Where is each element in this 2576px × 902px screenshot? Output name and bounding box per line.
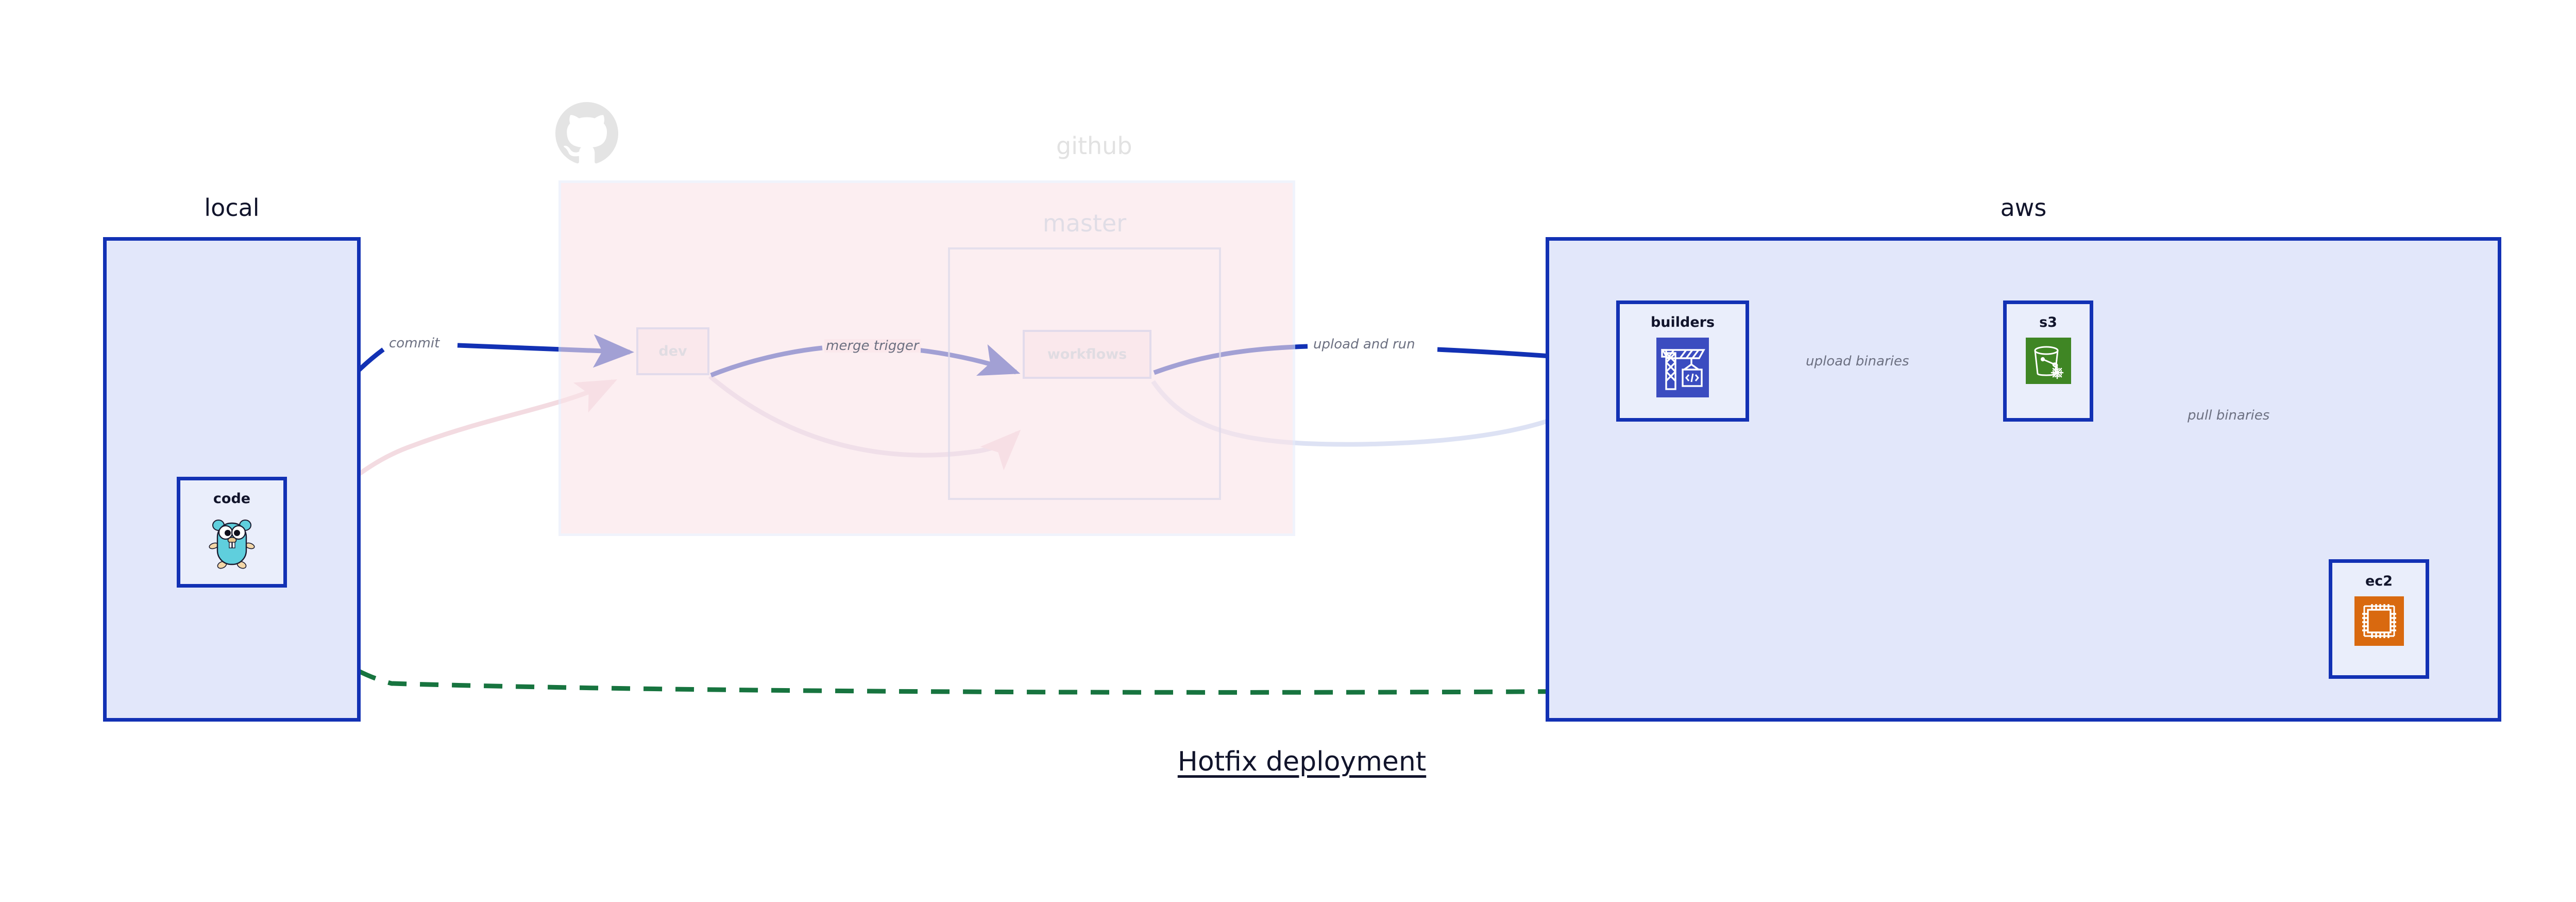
edge-label-upload-and-run: upload and run — [1312, 338, 1417, 351]
cluster-github — [558, 180, 1295, 536]
cluster-github-label: github — [1056, 132, 1132, 160]
s3-bucket-snowflake-icon — [2025, 338, 2071, 384]
cluster-local-label: local — [204, 194, 260, 222]
node-builders-label: builders — [1650, 314, 1715, 330]
cluster-master-label: master — [1042, 209, 1127, 237]
cluster-master — [948, 247, 1221, 500]
node-dev-label: dev — [658, 343, 687, 359]
cluster-aws-label: aws — [2000, 194, 2047, 222]
go-gopher-icon — [209, 520, 255, 569]
edge-label-commit: commit — [387, 337, 442, 350]
github-octocat-logo — [555, 102, 618, 163]
edge-label-pull-binaries: pull binaries — [2188, 408, 2270, 423]
crane-code-icon — [1656, 338, 1709, 397]
node-s3[interactable]: s3 — [2003, 300, 2093, 422]
cpu-chip-icon — [2354, 596, 2404, 646]
node-code[interactable]: code — [177, 477, 287, 588]
node-code-label: code — [213, 491, 251, 507]
node-s3-label: s3 — [2039, 314, 2057, 330]
diagram-title: Hotfix deployment — [1177, 746, 1427, 777]
node-workflows-label: workflows — [1047, 346, 1127, 362]
node-workflows[interactable]: workflows — [1023, 330, 1151, 379]
node-ec2-label: ec2 — [2365, 573, 2393, 589]
edge-label-merge-trigger: merge trigger — [824, 339, 921, 353]
edge-label-upload-binaries: upload binaries — [1804, 355, 1911, 368]
node-builders[interactable]: builders — [1616, 300, 1749, 422]
node-ec2[interactable]: ec2 — [2329, 559, 2429, 679]
node-dev[interactable]: dev — [636, 327, 709, 375]
